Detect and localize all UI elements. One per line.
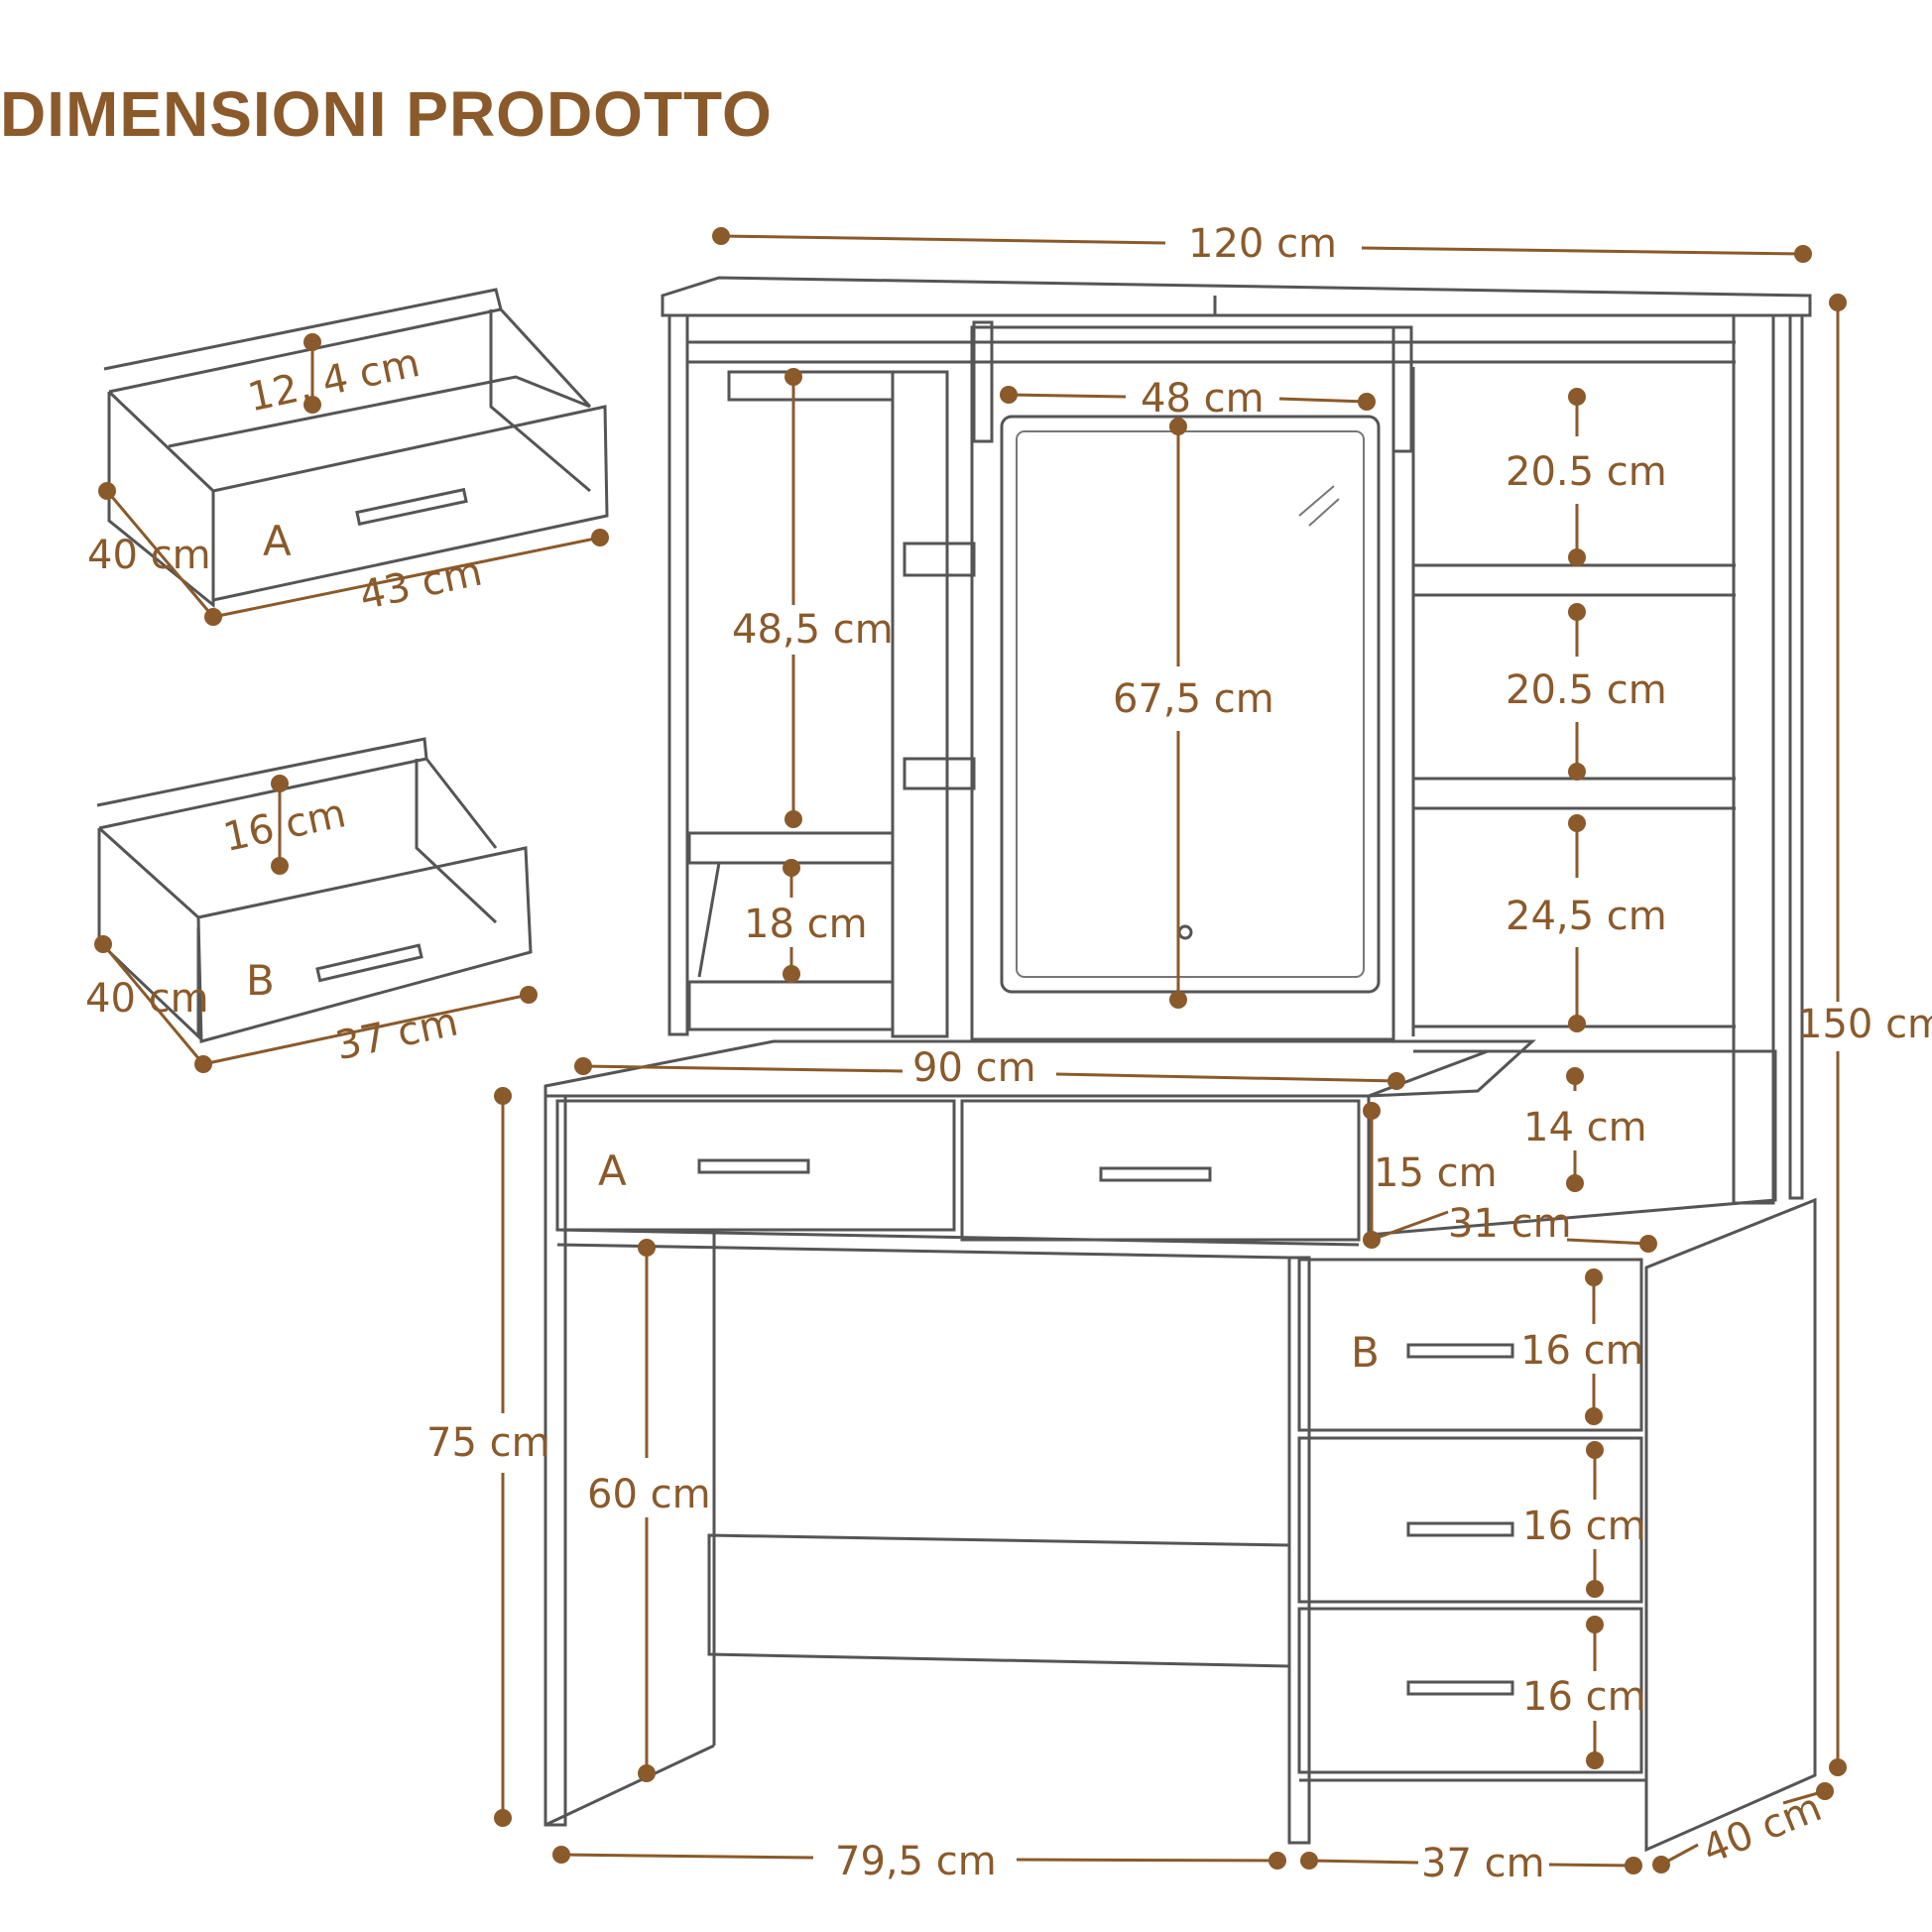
drawer-b-depth-label: 40 cm [85, 976, 209, 1022]
drawer-a-width-label: 43 cm [356, 549, 486, 620]
drawer-a-front-letter: A [598, 1147, 627, 1195]
right-shelf-2-label: 20.5 cm [1506, 667, 1667, 713]
side-top-depth-label: 31 cm [1448, 1201, 1572, 1247]
cabinet-drawer-2-label: 16 cm [1522, 1504, 1646, 1549]
cabinet-width-label: 37 cm [1421, 1841, 1545, 1886]
cabinet-drawer-3-label: 16 cm [1522, 1674, 1646, 1720]
drawer-b-width-label: 37 cm [331, 999, 461, 1069]
drawer-front-height-label: 15 cm [1374, 1150, 1498, 1196]
right-shelf-1-label: 20.5 cm [1506, 449, 1667, 495]
mirror-width-label: 48 cm [1141, 376, 1265, 422]
vanity-illustration: A B 120 cm 150 cm [426, 221, 1932, 1886]
desk-height-label: 75 cm [426, 1420, 550, 1466]
drawer-a-letter: A [263, 517, 292, 565]
drawer-b-letter: B [246, 956, 275, 1005]
drawer-a-height-label: 12, 4 cm [244, 340, 423, 421]
drawer-b-height-label: 16 cm [219, 790, 349, 861]
knee-height-label: 60 cm [587, 1472, 711, 1517]
total-width-label: 120 cm [1188, 221, 1337, 267]
left-compartment-height-label: 48,5 cm [732, 607, 894, 653]
right-shelf-3-label: 24,5 cm [1506, 894, 1667, 939]
left-lower-shelf-label: 18 cm [744, 902, 868, 947]
right-lower-space-label: 14 cm [1523, 1105, 1647, 1150]
page-title: DIMENSIONI PRODOTTO [0, 78, 773, 150]
drawer-b-illustration: B 16 cm 40 cm 37 cm [85, 737, 538, 1073]
drawer-a-depth-label: 40 cm [87, 533, 211, 578]
drawer-a-illustration: A 12, 4 cm 40 cm 43 cm [87, 288, 609, 626]
cabinet-drawer-1-label: 16 cm [1520, 1328, 1644, 1374]
mirror-height-label: 67,5 cm [1113, 676, 1274, 722]
total-height-label: 150 cm [1797, 1002, 1932, 1047]
desktop-width-label: 90 cm [912, 1045, 1036, 1091]
knee-width-label: 79,5 cm [835, 1839, 997, 1884]
drawer-b-front-letter: B [1351, 1328, 1380, 1377]
